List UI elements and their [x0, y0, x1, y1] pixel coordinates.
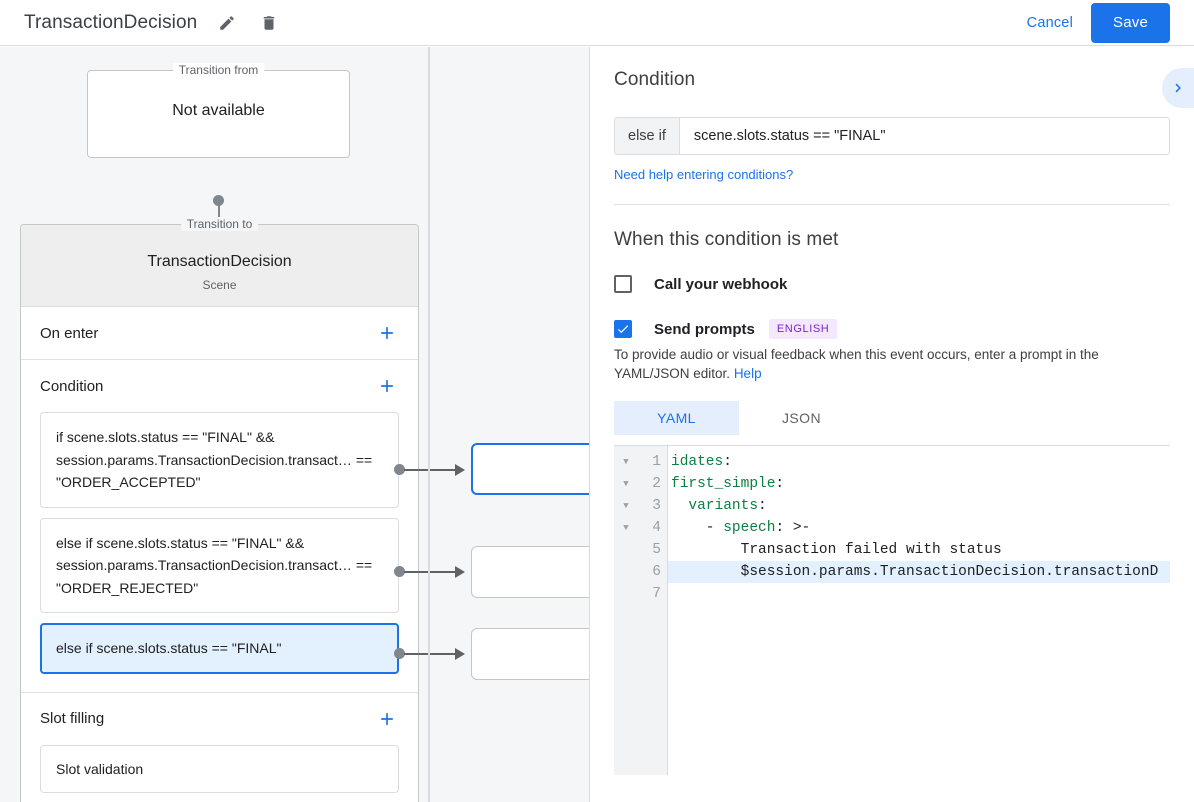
edge-anchor — [394, 648, 405, 659]
edge-arrow-icon — [455, 648, 465, 660]
line-number: 6 — [652, 564, 661, 580]
transition-to-card: Transition to TransactionDecision Scene … — [20, 217, 419, 802]
cancel-button[interactable]: Cancel — [1017, 7, 1083, 39]
prompts-helper-text: To provide audio or visual feedback when… — [614, 345, 1170, 383]
section-condition: Condition if scene.slots.status == "FINA… — [21, 360, 418, 693]
fold-spacer — [614, 561, 638, 583]
transition-from-legend: Transition from — [172, 63, 265, 77]
code-line[interactable]: first_simple: — [671, 476, 785, 492]
editor-code-area[interactable]: idates: first_simple: variants: - speech:… — [668, 446, 1170, 775]
code-line[interactable]: $session.params.TransactionDecision.tran… — [668, 561, 1170, 583]
fold-arrow-icon[interactable]: ▼ — [623, 457, 629, 467]
send-prompts-checkbox[interactable] — [614, 320, 632, 338]
trash-icon[interactable] — [255, 9, 283, 37]
condition-input-row: else if — [614, 117, 1170, 155]
section-condition-header: Condition — [40, 360, 399, 412]
scene-type: Scene — [202, 278, 237, 292]
send-prompts-row[interactable]: Send prompts ENGLISH — [614, 319, 1170, 339]
line-number: 2 — [652, 476, 661, 492]
fold-arrow-icon[interactable]: ▼ — [623, 479, 629, 489]
code-line[interactable]: variants: — [688, 498, 767, 514]
slot-validation-item[interactable]: Slot validation — [40, 744, 399, 793]
condition-help-link[interactable]: Need help entering conditions? — [614, 167, 794, 182]
fold-spacer — [614, 583, 638, 605]
plus-icon[interactable] — [375, 321, 399, 345]
code-line[interactable]: Transaction failed with status — [671, 542, 1002, 558]
code-line[interactable]: - speech: >- — [671, 520, 811, 536]
tab-yaml[interactable]: YAML — [614, 401, 739, 435]
pencil-icon[interactable] — [213, 9, 241, 37]
yaml-key: idates — [671, 454, 724, 470]
scene-header: TransactionDecision Scene — [21, 225, 418, 307]
chevron-right-icon[interactable] — [1162, 68, 1194, 108]
app-header: TransactionDecision Cancel Save — [0, 0, 1194, 46]
line-number: 4 — [652, 520, 661, 536]
section-condition-title: Condition — [40, 377, 104, 395]
plus-icon[interactable] — [375, 707, 399, 731]
condition-expression-input[interactable] — [679, 118, 1169, 154]
section-on-enter-header: On enter — [40, 307, 399, 359]
edge-arrow-icon — [455, 566, 465, 578]
section-on-enter: On enter — [21, 307, 418, 360]
section-slot-filling-header: Slot filling — [40, 693, 399, 745]
call-your-webhook-row[interactable]: Call your webhook — [614, 275, 1170, 293]
yaml-code-editor[interactable]: ▼ ▼ ▼ ▼ 1 2 3 4 5 6 7 idates: first_simple: varian… — [614, 445, 1170, 775]
code-line[interactable] — [668, 583, 1170, 605]
transition-from-card: Transition from Not available — [87, 63, 350, 158]
panel-header: Condition else if Need help entering con… — [590, 47, 1194, 205]
section-on-enter-title: On enter — [40, 324, 99, 342]
edge-arrow-icon — [455, 464, 465, 476]
save-button[interactable]: Save — [1091, 2, 1170, 43]
line-number: 3 — [652, 498, 661, 514]
condition-list-item[interactable]: else if scene.slots.status == "FINAL" &&… — [40, 517, 399, 613]
fold-spacer — [614, 539, 638, 561]
line-number: 1 — [652, 454, 661, 470]
condition-list-item[interactable]: if scene.slots.status == "FINAL" && sess… — [40, 412, 399, 508]
prompts-help-link[interactable]: Help — [733, 366, 762, 381]
yaml-key: speech — [723, 520, 776, 536]
scene-name: TransactionDecision — [147, 253, 292, 270]
when-condition-met-section: When this condition is met Call your web… — [590, 205, 1194, 775]
webhook-checkbox[interactable] — [614, 275, 632, 293]
panel-divider — [614, 204, 1170, 205]
transition-to-legend: Transition to — [180, 217, 259, 231]
editor-format-tabs: YAML JSON — [614, 401, 1170, 435]
page-title: TransactionDecision — [24, 11, 198, 33]
line-number: 7 — [652, 586, 661, 602]
tab-json[interactable]: JSON — [782, 410, 821, 426]
yaml-key: variants — [688, 498, 759, 514]
section-slot-filling: Slot filling Slot validation — [21, 693, 418, 793]
panel-title: Condition — [614, 69, 696, 90]
fold-arrow-icon[interactable]: ▼ — [623, 523, 629, 533]
edge-line — [404, 653, 456, 655]
plus-icon[interactable] — [375, 374, 399, 398]
scene-graph-canvas: Transition from Not available Transition… — [0, 47, 589, 802]
condition-prefix-label: else if — [615, 118, 680, 154]
line-number: 5 — [652, 542, 661, 558]
edge-line — [404, 571, 456, 573]
prompts-helper-body: To provide audio or visual feedback when… — [614, 347, 1099, 381]
yaml-key: first_simple — [671, 476, 776, 492]
section-slot-filling-title: Slot filling — [40, 710, 105, 727]
canvas-vertical-rail — [428, 47, 430, 802]
fold-arrow-icon[interactable]: ▼ — [623, 501, 629, 511]
language-badge: ENGLISH — [768, 319, 838, 339]
when-condition-met-heading: When this condition is met — [614, 229, 839, 250]
edge-anchor — [394, 566, 405, 577]
webhook-label: Call your webhook — [654, 275, 788, 293]
condition-list-item[interactable]: else if scene.slots.status == "FINAL" — [40, 623, 399, 674]
send-prompts-label: Send prompts — [654, 320, 755, 338]
code-line[interactable]: idates: — [671, 454, 732, 470]
edge-line — [404, 469, 456, 471]
transition-from-value: Not available — [172, 102, 265, 119]
condition-detail-panel: Condition else if Need help entering con… — [589, 47, 1194, 802]
editor-fold-gutter[interactable]: ▼ ▼ ▼ ▼ — [614, 446, 638, 775]
edge-anchor — [394, 464, 405, 475]
editor-line-number-gutter: 1 2 3 4 5 6 7 — [638, 446, 668, 775]
